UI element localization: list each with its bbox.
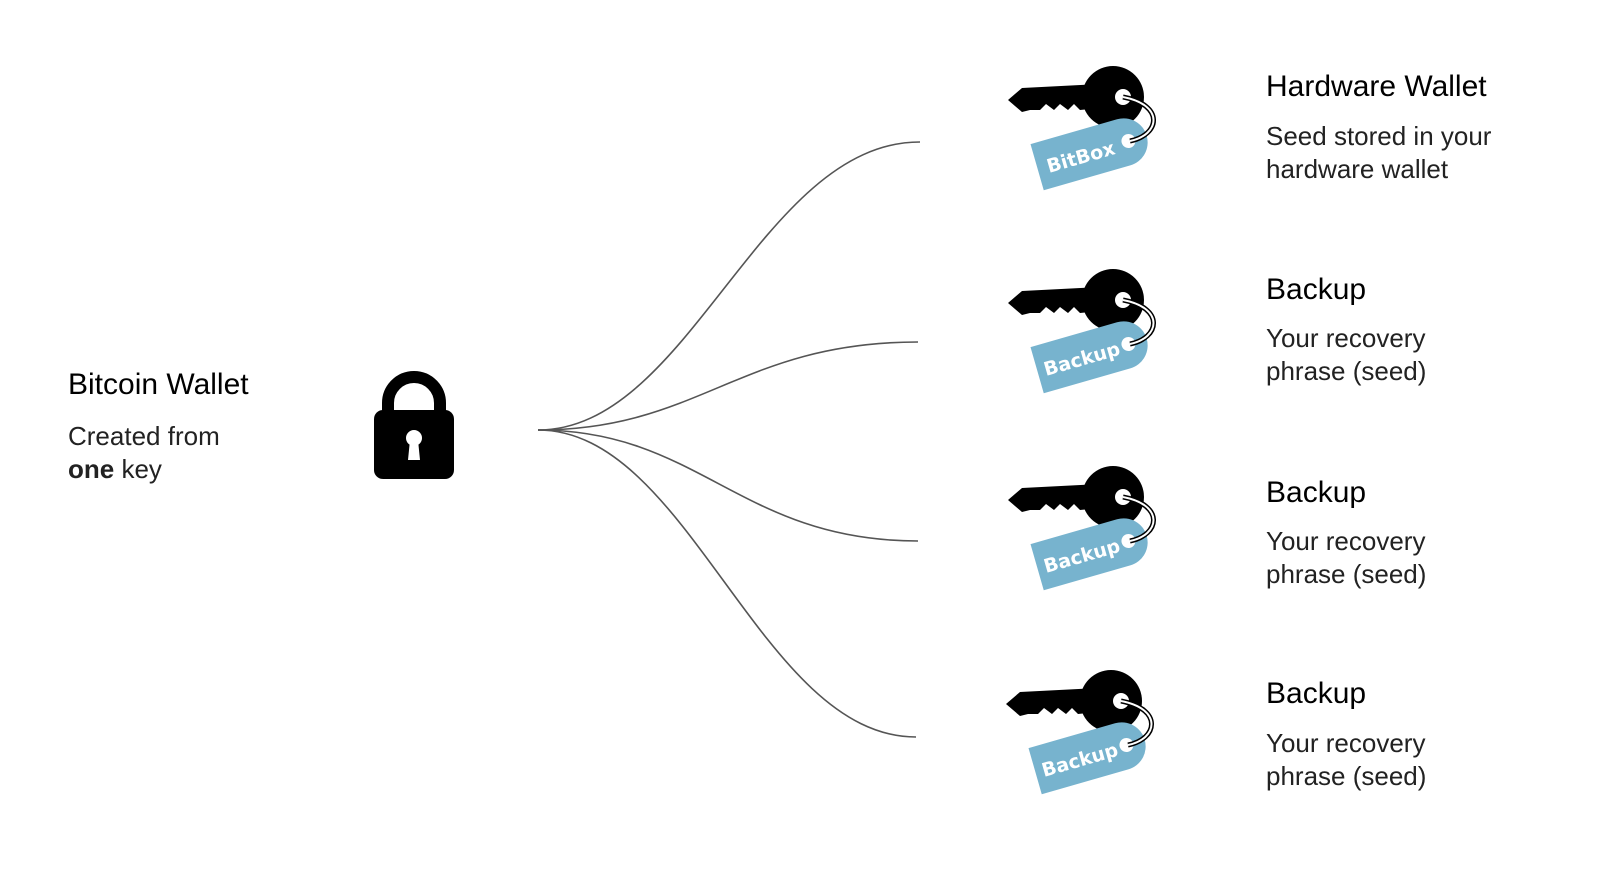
desc-line: phrase (seed)	[1266, 559, 1427, 589]
key-title: Hardware Wallet	[1266, 70, 1487, 103]
key-icon: Backup	[1008, 466, 1154, 590]
key-title: Backup	[1266, 476, 1367, 509]
desc-line: Your recovery	[1266, 323, 1426, 353]
connector-line	[537, 429, 919, 542]
wallet-title: Bitcoin Wallet	[68, 368, 249, 401]
emphasis: one	[68, 454, 115, 484]
desc-line: phrase (seed)	[1266, 761, 1427, 791]
key-icon: BitBox	[1008, 66, 1154, 190]
desc-line: hardware wallet	[1266, 154, 1449, 184]
wallet-subtitle: Created from one key	[68, 420, 220, 486]
connector-line	[537, 341, 919, 431]
wallet-subtitle-line2: one key	[68, 453, 220, 486]
key-title: Backup	[1266, 273, 1367, 306]
key-icon: Backup	[1008, 269, 1154, 393]
padlock-icon	[374, 371, 454, 479]
desc-line: Your recovery	[1266, 526, 1426, 556]
wallet-subtitle-line1: Created from	[68, 421, 220, 451]
desc-line: Your recovery	[1266, 728, 1426, 758]
key-icon: Backup	[1006, 670, 1152, 794]
connector-line	[537, 429, 917, 738]
key-title: Backup	[1266, 677, 1367, 710]
desc-line: Seed stored in your	[1266, 121, 1492, 151]
connector-line	[537, 141, 921, 431]
connector-lines	[537, 141, 921, 738]
desc-line: phrase (seed)	[1266, 356, 1427, 386]
subtitle-rest: key	[114, 454, 162, 484]
